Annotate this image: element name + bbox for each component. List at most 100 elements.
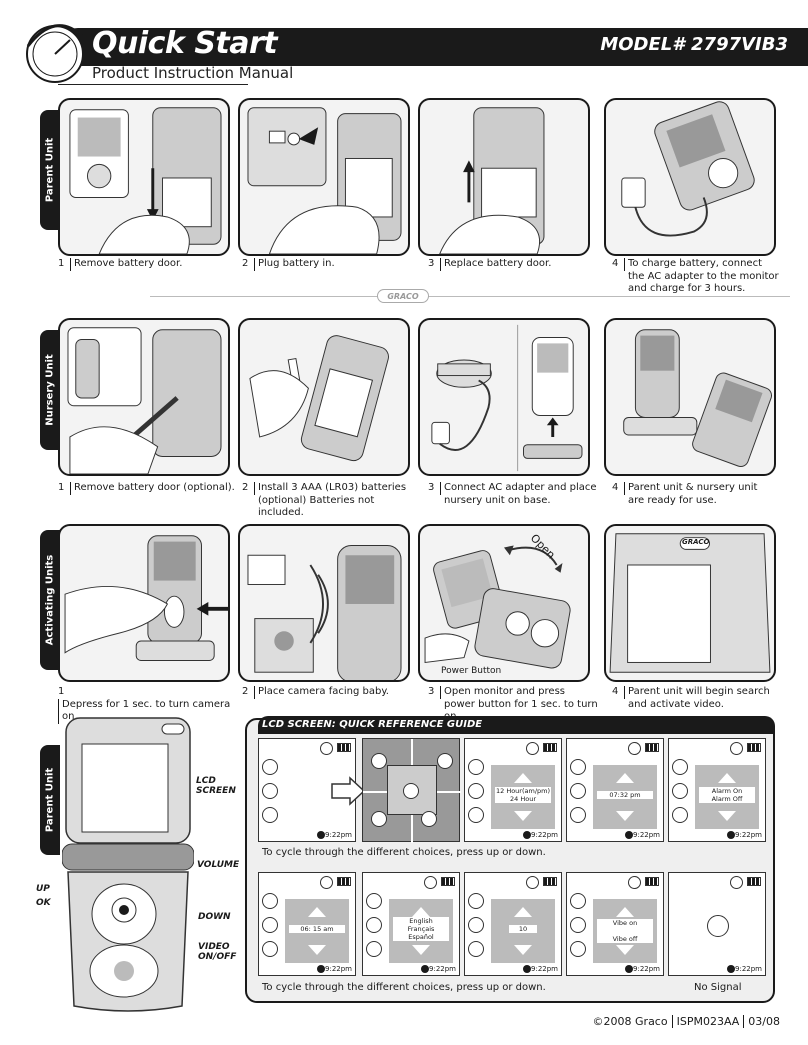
lcd-screen-home: 9:22pm — [258, 738, 356, 842]
press-camera-button-illustration — [64, 535, 228, 661]
graco-screen-logo: GRACO — [682, 538, 710, 546]
arrow-down-icon — [616, 811, 634, 821]
vibrate-icon — [570, 917, 586, 933]
arrow-down-icon — [514, 811, 532, 821]
clock-icon — [625, 965, 633, 973]
alarm-clock-icon — [366, 893, 382, 909]
clock-icon — [317, 831, 325, 839]
down-callout: DOWN — [198, 912, 231, 922]
page-subtitle: Product Instruction Manual — [92, 64, 294, 82]
vibrate-icon — [468, 941, 484, 957]
step-panel-nursery-3 — [418, 318, 590, 476]
alarm-clock-icon — [468, 783, 484, 799]
battery-icon — [543, 743, 557, 752]
clock-icon — [317, 965, 325, 973]
step-panel-nursery-4 — [604, 318, 776, 476]
step-panel-parent-2 — [238, 98, 410, 256]
arrow-down-icon — [308, 945, 326, 955]
speech-bubble-icon — [366, 917, 382, 933]
footer-date: 03/08 — [748, 1015, 780, 1028]
arrow-up-icon — [412, 907, 430, 917]
lcd-time: 9:22pm — [633, 965, 660, 973]
open-monitor-illustration — [424, 545, 571, 669]
lcd-screen-zoom — [362, 738, 461, 843]
clock-icon — [570, 807, 586, 823]
arrow-up-icon — [616, 907, 634, 917]
lcd-screen-set-time: 07:32 pm 9:22pm — [566, 738, 664, 842]
volume-callout: VOLUME — [197, 860, 240, 870]
battery-icon — [441, 877, 455, 886]
brightness-icon — [468, 917, 484, 933]
power-button-label: Power Button — [441, 666, 502, 676]
arrow-up-icon — [718, 773, 736, 783]
clock-icon — [468, 807, 484, 823]
section-tab-parent: Parent Unit — [40, 110, 60, 230]
arrow-down-icon — [514, 945, 532, 955]
parent-unit-diagram — [62, 717, 194, 1012]
lcd-time: 9:22pm — [531, 965, 558, 973]
arrow-down-icon — [616, 945, 634, 955]
lcd-time: 9:22pm — [325, 965, 352, 973]
arrow-up-icon — [308, 907, 326, 917]
lcd-row1-note: To cycle through the different choices, … — [262, 847, 546, 858]
speech-bubble-icon — [468, 893, 484, 909]
lcd-guide-title-bar — [258, 716, 775, 734]
step-panel-nursery-1 — [58, 318, 230, 476]
step-panel-nursery-2 — [238, 318, 410, 476]
lcd-time: 9:22pm — [429, 965, 456, 973]
install-aaa-batteries-illustration — [249, 335, 389, 462]
battery-icon — [747, 877, 761, 886]
step-panel-parent-3 — [418, 98, 590, 256]
clock-icon — [672, 759, 688, 775]
lcd-screen-volume: 10 9:22pm — [464, 872, 562, 976]
clock-icon — [727, 965, 735, 973]
alarm-clock-icon — [262, 917, 278, 933]
battery-icon — [645, 877, 659, 886]
menu-panel: 10 — [491, 899, 555, 963]
connect-adapter-base-illustration — [431, 324, 583, 472]
replace-battery-door-illustration — [439, 107, 545, 254]
plug-battery-illustration — [247, 107, 402, 254]
arrow-up-icon — [514, 907, 532, 917]
lcd-time: 9:22pm — [325, 831, 352, 839]
caption-activate-1: 1Depress for 1 sec. to turn camera on. — [58, 686, 236, 724]
footer-code: ISPM023AA — [676, 1015, 740, 1028]
zoom-icon — [628, 742, 641, 755]
remove-battery-door-illustration — [69, 107, 222, 254]
menu-panel: 06: 15 am — [285, 899, 349, 963]
arrow-down-icon — [412, 945, 430, 955]
zoom-icon — [320, 876, 333, 889]
battery-icon — [747, 743, 761, 752]
camera-facing-baby-illustration — [247, 545, 402, 680]
clock-icon — [727, 831, 735, 839]
step-panel-parent-1 — [58, 98, 230, 256]
alarm-clock-icon — [672, 783, 688, 799]
menu-panel: 12 Hour(am/pm)24 Hour — [491, 765, 555, 829]
signal-icon — [262, 759, 278, 775]
arrow-right-icon — [331, 776, 366, 806]
arrow-up-icon — [514, 773, 532, 783]
lcd-time: 9:22pm — [633, 831, 660, 839]
brightness-icon — [570, 893, 586, 909]
zoom-icon — [320, 742, 333, 755]
zoom-icon — [730, 876, 743, 889]
lcd-time: 9:22pm — [735, 965, 762, 973]
lcd-time: 9:22pm — [531, 831, 558, 839]
minus-icon — [468, 759, 484, 775]
zoom-icon — [526, 742, 539, 755]
step-panel-activate-2 — [238, 524, 410, 682]
alarm-clock-icon — [570, 783, 586, 799]
music-icon — [262, 941, 278, 957]
